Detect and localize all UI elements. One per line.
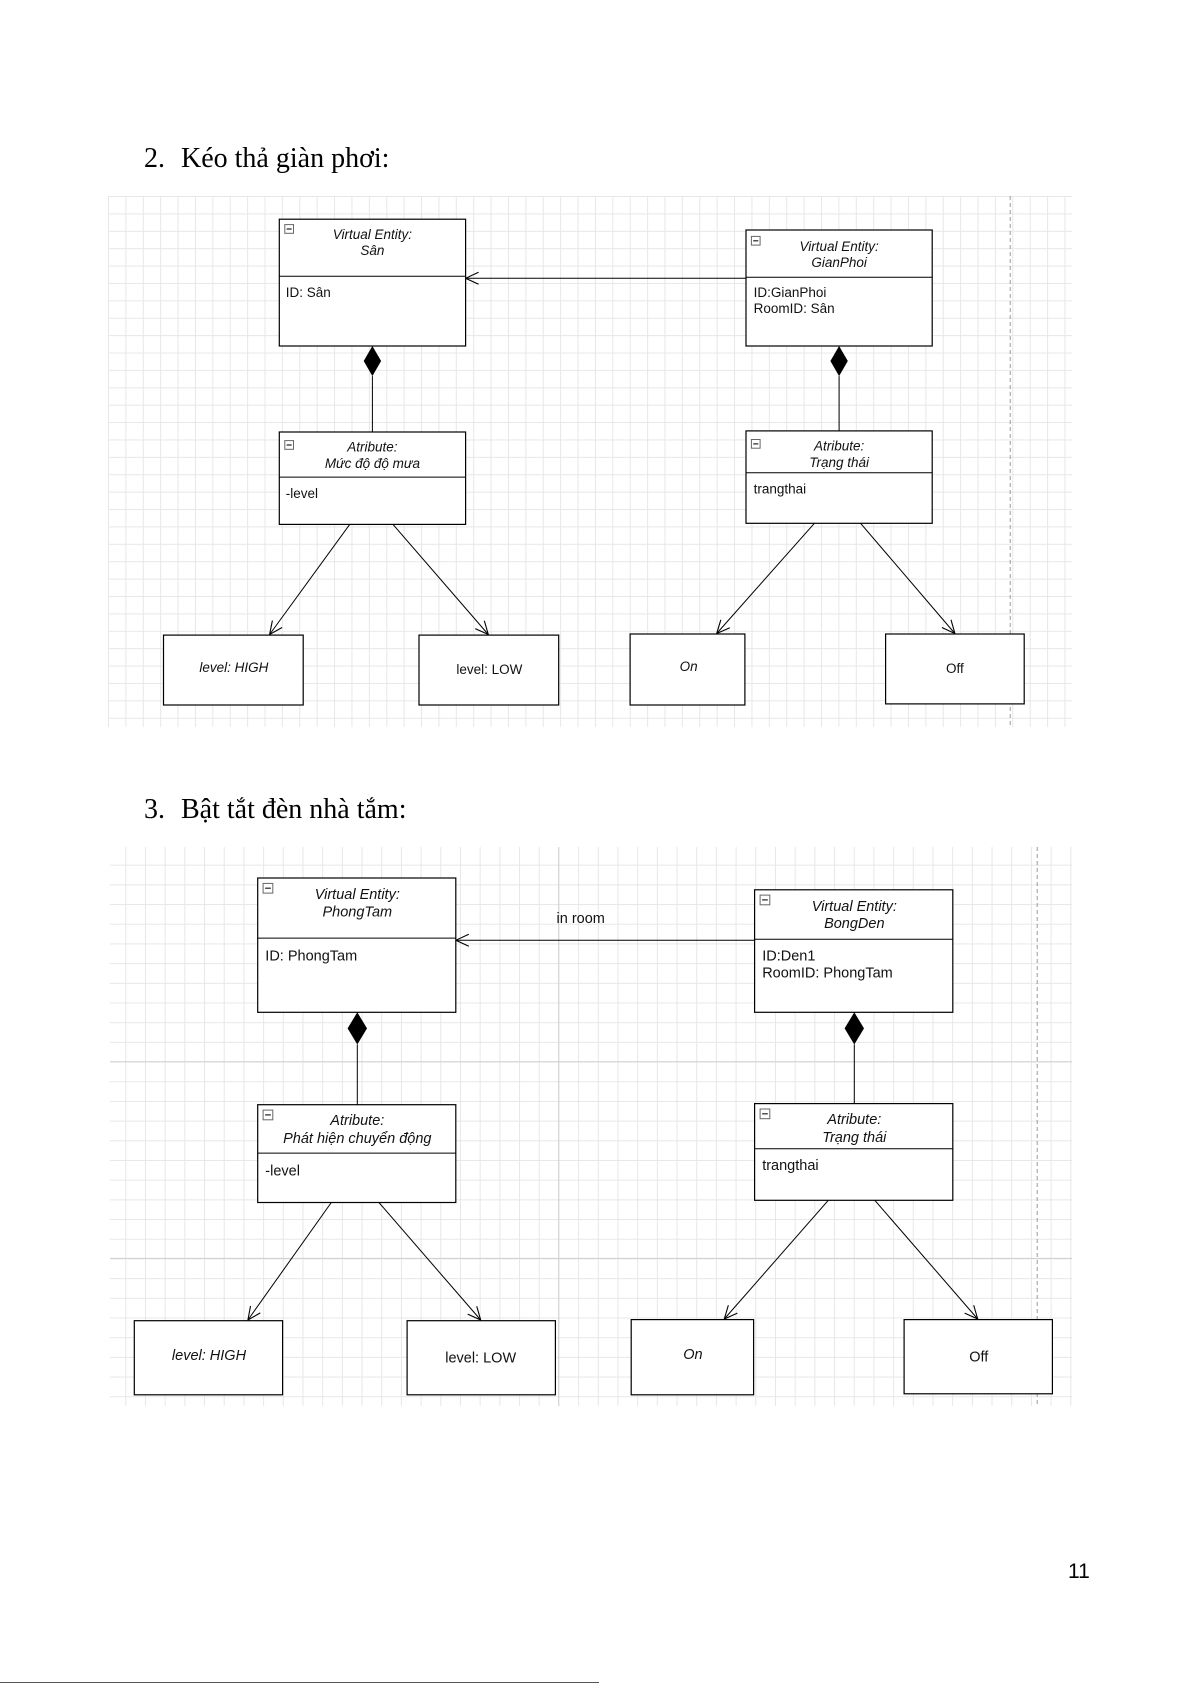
attribute-stereotype: Atribute: (346, 440, 398, 455)
entity-field: RoomID: PhongTam (762, 966, 893, 982)
attribute-stereotype: Atribute: (813, 439, 865, 454)
attribute-status: Atribute: Trạng thái trangthai (753, 1103, 954, 1201)
attribute-box (753, 1103, 954, 1201)
attribute-rain-level: Atribute: Mức độ độ mưa -level (278, 431, 467, 526)
composition-diamond (363, 346, 382, 377)
attribute-motion-detect: Atribute: Phát hiện chuyển động -level (257, 1104, 457, 1204)
section-2-heading: Kéo thả giàn phơi: (181, 143, 390, 174)
state-box (406, 1320, 557, 1396)
attribute-name: Trạng thái (809, 455, 870, 470)
collapse-icon (284, 224, 295, 234)
entity-field: RoomID: Sân (754, 301, 835, 316)
entity-san: Virtual Entity: Sân ID: Sân (278, 218, 467, 347)
state-label: level: LOW (445, 1350, 516, 1366)
collapse-icon (262, 882, 274, 894)
entity-stereotype: Virtual Entity: (315, 887, 400, 903)
state-on: On (629, 633, 746, 706)
attribute-box (278, 431, 467, 526)
collapse-icon (750, 235, 761, 246)
entity-box (745, 229, 933, 347)
value-arrow (724, 1199, 829, 1319)
attribute-status: Atribute: Trạng thái trangthai (745, 430, 933, 524)
diagram-bathroom-light: in room Virtual Entity: PhongTam (110, 847, 1072, 1406)
entity-stereotype: Virtual Entity: (799, 239, 879, 254)
composition-diamond (347, 1012, 367, 1045)
state-off: Off (884, 633, 1025, 705)
value-arrow (717, 521, 816, 633)
section-2-heading-number: 2. (144, 143, 165, 174)
page-bottom-rule (0, 1682, 599, 1683)
state-box (418, 634, 560, 706)
attribute-stereotype: Atribute: (826, 1112, 881, 1128)
value-arrow (874, 1199, 978, 1319)
entity-phongtam: Virtual Entity: PhongTam ID: PhongTam (257, 877, 457, 1013)
composition-diamond (844, 1012, 864, 1045)
value-arrow (392, 524, 488, 634)
section-3-heading: Bật tắt đèn nhà tắm: (181, 794, 407, 825)
entity-name: GianPhoi (811, 255, 868, 270)
state-box (133, 1320, 284, 1396)
collapse-icon (262, 1109, 274, 1121)
value-arrow (859, 521, 955, 633)
value-arrow (378, 1202, 481, 1321)
collapse-icon (750, 439, 761, 449)
entity-box (753, 889, 954, 1013)
attribute-field: -level (265, 1163, 300, 1179)
entity-field: ID:Den1 (762, 948, 815, 964)
value-arrow (270, 524, 351, 634)
attribute-field: trangthai (754, 482, 807, 497)
association-label: in room (557, 911, 605, 927)
state-box (629, 633, 746, 706)
state-box (162, 634, 304, 706)
state-level-high: level: HIGH (133, 1320, 284, 1396)
diagram-2-canvas: in room Virtual Entity: PhongTam (110, 847, 1072, 1406)
state-label: level: HIGH (172, 1348, 247, 1364)
state-label: On (683, 1347, 702, 1363)
composition-diamond (830, 346, 848, 377)
entity-box (257, 877, 457, 1013)
state-off: Off (903, 1319, 1053, 1395)
attribute-name: Mức độ độ mưa (325, 456, 421, 471)
entity-stereotype: Virtual Entity: (812, 899, 897, 915)
state-label: level: LOW (456, 662, 522, 677)
entity-field: ID: PhongTam (265, 948, 357, 964)
attribute-field: -level (286, 486, 318, 501)
attribute-box (745, 430, 933, 524)
collapse-icon (284, 440, 295, 450)
state-label: On (680, 659, 698, 674)
entity-name: Sân (360, 243, 384, 258)
attribute-name: Phát hiện chuyển động (283, 1131, 431, 1147)
entity-name: BongDen (824, 916, 884, 932)
state-level-low: level: LOW (406, 1320, 557, 1396)
state-label: Off (946, 661, 964, 676)
collapse-icon (759, 894, 771, 906)
diagram-drying-rack: Virtual Entity: Sân ID: Sân Virtual Enti… (108, 196, 1072, 727)
entity-name: PhongTam (322, 904, 392, 920)
page-number: 11 (1068, 1560, 1090, 1583)
state-label: level: HIGH (199, 660, 268, 675)
state-box (903, 1319, 1053, 1395)
diagram-1-canvas: Virtual Entity: Sân ID: Sân Virtual Enti… (162, 196, 1025, 727)
collapse-icon (759, 1108, 771, 1120)
entity-field: ID: Sân (286, 285, 331, 300)
attribute-stereotype: Atribute: (329, 1113, 384, 1129)
entity-field: ID:GianPhoi (754, 285, 827, 300)
entity-gianphoi: Virtual Entity: GianPhoi ID:GianPhoi Roo… (745, 229, 933, 347)
entity-box (278, 218, 467, 347)
state-level-low: level: LOW (418, 634, 560, 706)
attribute-name: Trạng thái (822, 1130, 887, 1146)
state-box (630, 1319, 755, 1396)
attribute-field: trangthai (762, 1158, 818, 1174)
state-label: Off (969, 1349, 989, 1365)
state-box (884, 633, 1025, 705)
section-3-heading-number: 3. (144, 794, 165, 825)
entity-bongden: Virtual Entity: BongDen ID:Den1 RoomID: … (753, 889, 954, 1013)
state-on: On (630, 1319, 755, 1396)
value-arrow (248, 1202, 332, 1321)
state-level-high: level: HIGH (162, 634, 304, 706)
entity-stereotype: Virtual Entity: (333, 227, 413, 242)
